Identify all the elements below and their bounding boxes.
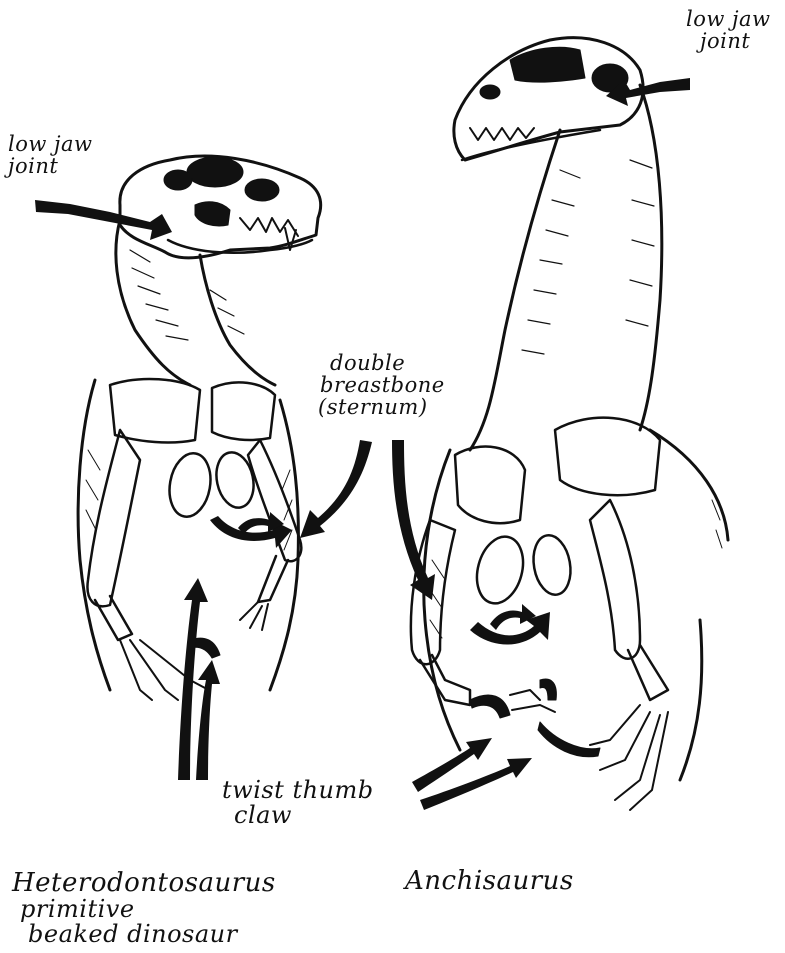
right-jaw-label-line2: joint [686,30,771,52]
left-jaw-label-line2: joint [8,155,93,177]
left-caption-line3: beaked dinosaur [12,922,276,947]
thumb-label: twist thumb claw [222,778,374,828]
right-thumb-arrow-2 [420,758,532,810]
thumb-label-line2: claw [222,803,374,828]
heterodontosaurus-figure [78,156,321,700]
left-jaw-label: low jaw joint [8,133,93,177]
sternum-arrow-left [300,440,372,538]
right-caption-line1: Anchisaurus [405,868,574,895]
right-caption: Anchisaurus [405,868,574,895]
left-jaw-arrow [35,200,172,240]
left-skull [120,156,321,258]
left-caption: Heterodontosaurus primitive beaked dinos… [12,870,276,948]
right-jaw-label: low jaw joint [686,8,771,52]
left-caption-line2: primitive [12,897,276,922]
arrows [35,78,690,810]
sternum-label-line2: breastbone [318,374,445,396]
sternum-label-line3: (sternum) [318,396,445,418]
left-thumb-arrow-2 [196,660,220,780]
left-jaw-label-line1: low jaw [8,133,93,155]
thumb-label-line1: twist thumb [222,778,374,803]
anchisaurus-figure [411,38,728,810]
sternum-label: double breastbone (sternum) [318,352,445,418]
left-caption-line1: Heterodontosaurus [12,870,276,897]
sternum-label-line1: double [318,352,445,374]
right-jaw-label-line1: low jaw [686,8,771,30]
